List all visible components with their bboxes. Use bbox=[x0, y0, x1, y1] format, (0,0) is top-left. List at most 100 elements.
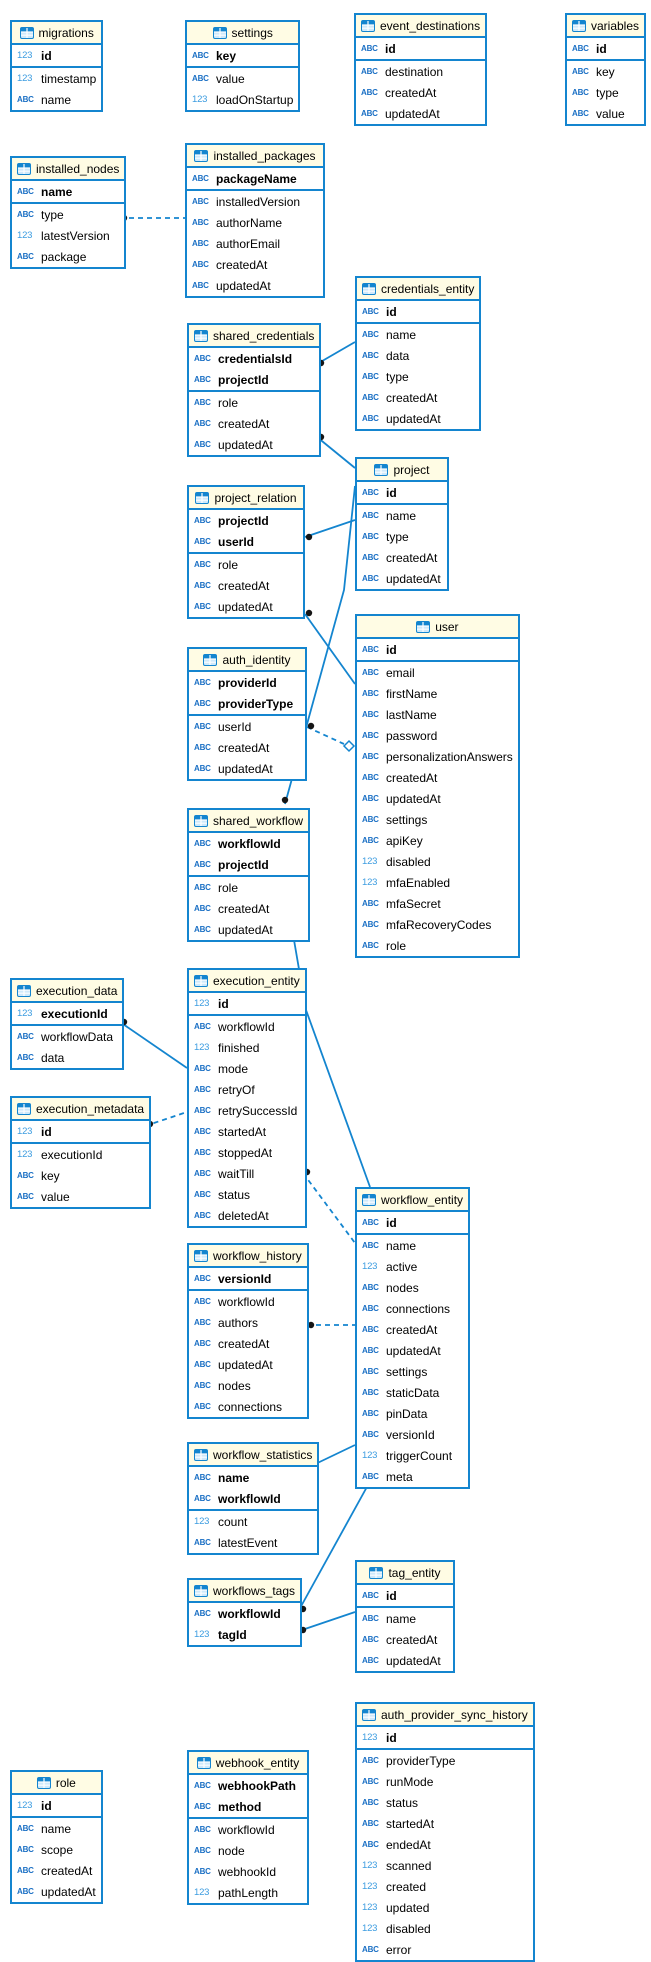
column-name: retryOf bbox=[218, 1082, 255, 1097]
column-name: role bbox=[218, 395, 239, 410]
string-type-icon: ABC bbox=[17, 95, 34, 104]
string-type-icon: ABC bbox=[572, 67, 589, 76]
string-type-icon: ABC bbox=[572, 44, 589, 53]
number-type-icon: 123 bbox=[194, 1042, 210, 1053]
string-type-icon: ABC bbox=[194, 1381, 211, 1390]
column-name: createdAt bbox=[386, 1322, 438, 1337]
string-type-icon: ABC bbox=[192, 218, 209, 227]
string-type-icon: ABC bbox=[17, 1192, 34, 1201]
column-name: workflowId bbox=[218, 836, 281, 851]
column-name: id bbox=[386, 304, 397, 319]
column-name: updatedAt bbox=[386, 1343, 441, 1358]
string-type-icon: ABC bbox=[362, 511, 379, 520]
column-name: type bbox=[596, 85, 619, 100]
column-name: destination bbox=[385, 64, 444, 79]
table-icon bbox=[195, 491, 210, 504]
table-icon bbox=[362, 1708, 376, 1721]
number-type-icon: 123 bbox=[17, 230, 33, 241]
column-name: name bbox=[41, 1821, 72, 1836]
number-type-icon: 123 bbox=[362, 1881, 378, 1892]
column-name: type bbox=[386, 529, 409, 544]
column-name: name bbox=[41, 92, 72, 107]
column-name: authorEmail bbox=[216, 236, 281, 251]
string-type-icon: ABC bbox=[194, 1064, 211, 1073]
connector-endpoint-dot bbox=[307, 1321, 315, 1329]
column-name: created bbox=[386, 1879, 427, 1894]
number-type-icon: 123 bbox=[17, 1126, 33, 1137]
table-name: webhook_entity bbox=[215, 1755, 300, 1770]
string-type-icon: ABC bbox=[362, 532, 379, 541]
table-icon bbox=[362, 282, 376, 295]
table-icon bbox=[194, 1448, 208, 1461]
column-name: versionId bbox=[218, 1271, 272, 1286]
column-name: endedAt bbox=[386, 1837, 431, 1852]
column-name: value bbox=[41, 1189, 70, 1204]
column-name: deletedAt bbox=[218, 1208, 269, 1223]
column-name: projectId bbox=[218, 372, 269, 387]
column-name: data bbox=[41, 1050, 65, 1065]
column-name: createdAt bbox=[386, 550, 438, 565]
table-name: workflow_history bbox=[213, 1248, 302, 1263]
string-type-icon: ABC bbox=[194, 1494, 211, 1503]
number-type-icon: 123 bbox=[194, 1516, 210, 1527]
string-type-icon: ABC bbox=[17, 187, 34, 196]
column-name: updatedAt bbox=[41, 1884, 96, 1899]
table-name: auth_provider_sync_history bbox=[381, 1707, 528, 1722]
column-name: name bbox=[386, 508, 417, 523]
table-name: event_destinations bbox=[380, 18, 481, 33]
string-type-icon: ABC bbox=[362, 1945, 379, 1954]
column-name: installedVersion bbox=[216, 194, 301, 209]
column-name: id bbox=[41, 1798, 52, 1813]
column-name: name bbox=[218, 1470, 250, 1485]
column-name: userId bbox=[218, 719, 252, 734]
string-type-icon: ABC bbox=[362, 668, 379, 677]
number-type-icon: 123 bbox=[194, 1887, 210, 1898]
column-name: finished bbox=[218, 1040, 260, 1055]
string-type-icon: ABC bbox=[194, 440, 211, 449]
